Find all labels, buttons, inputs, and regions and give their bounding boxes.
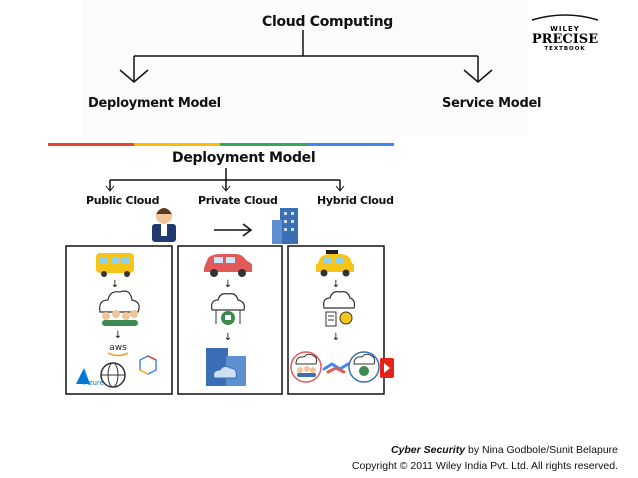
book-authors: by Nina Godbole/Sunit Belapure — [465, 444, 618, 456]
office-building-icon — [272, 208, 298, 244]
logo-precise: PRECISE — [531, 32, 599, 47]
user-icon — [152, 208, 176, 242]
citation-line: Cyber Security by Nina Godbole/Sunit Bel… — [352, 442, 618, 458]
root-label: Cloud Computing — [262, 14, 394, 30]
deployment-diagram: ↓ ↓ aws Azure ↓ ↓ — [65, 168, 394, 395]
private-cloud-label: Private Cloud — [198, 194, 278, 207]
svg-text:↓: ↓ — [332, 279, 340, 290]
handshake-icon — [322, 362, 350, 374]
azure-logo: Azure — [76, 368, 104, 387]
private-circle-icon — [348, 351, 380, 383]
car-icon — [204, 254, 252, 277]
private-cloud-lock-icon — [211, 293, 245, 325]
hybrid-cloud-label: Hybrid Cloud — [317, 194, 394, 207]
tree-connectors — [119, 30, 493, 83]
public-cloud-people-icon — [99, 290, 140, 326]
google-cloud-icon — [139, 355, 157, 375]
azure-label: Azure — [84, 379, 104, 387]
tree-panel — [82, 0, 528, 135]
public-circle-icon — [290, 351, 322, 383]
logo-wiley: WILEY — [550, 25, 580, 33]
svg-text:↓: ↓ — [224, 279, 232, 290]
right-arrow-icon — [214, 223, 253, 237]
hybrid-cloud-icon — [323, 291, 356, 327]
deployment-title: Deployment Model — [172, 150, 316, 166]
footer: Cyber Security by Nina Godbole/Sunit Bel… — [352, 442, 618, 474]
logo-arc — [531, 14, 599, 21]
book-title: Cyber Security — [390, 444, 466, 456]
taxi-icon — [316, 250, 354, 277]
rainbow-divider — [48, 143, 394, 146]
copyright-line: Copyright © 2011 Wiley India Pvt. Ltd. A… — [351, 460, 618, 472]
data-center-icon — [206, 348, 246, 386]
globe-icon — [100, 362, 126, 388]
bus-icon — [96, 253, 134, 277]
aws-smile-icon — [107, 352, 129, 357]
svg-text:↓: ↓ — [332, 332, 340, 343]
public-cloud-label: Public Cloud — [86, 194, 160, 207]
svg-text:↓: ↓ — [111, 279, 119, 290]
svg-text:↓: ↓ — [114, 330, 122, 341]
video-play-icon — [380, 358, 394, 378]
logo-textbook: TEXTBOOK — [544, 46, 586, 52]
service-model-label: Service Model — [442, 96, 542, 111]
wiley-logo: WILEY PRECISE TEXTBOOK — [528, 6, 602, 52]
deployment-model-label: Deployment Model — [88, 96, 221, 111]
aws-logo: aws — [109, 343, 127, 353]
svg-text:↓: ↓ — [224, 332, 232, 343]
